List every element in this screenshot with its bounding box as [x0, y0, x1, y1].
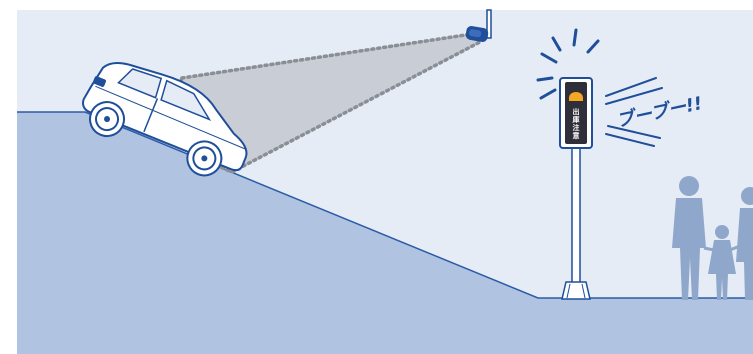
sign-char-1: 出	[573, 107, 580, 116]
sign-text: 出 庫 注 意	[573, 107, 580, 140]
sign-char-4: 意	[573, 131, 580, 140]
sign-pole	[572, 145, 580, 295]
sign-char-3: 注	[573, 123, 580, 132]
sign-pole-base	[562, 282, 590, 299]
sign-char-2: 庫	[573, 115, 580, 124]
